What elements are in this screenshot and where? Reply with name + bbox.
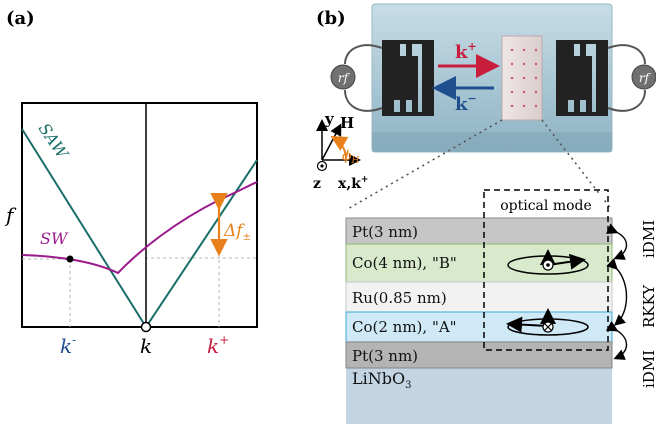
panel-b-label: (b) <box>316 8 346 29</box>
y-axis-label: f <box>4 203 17 227</box>
layer-pt-bottom <box>345 341 613 369</box>
sw-curve <box>21 181 258 275</box>
out-of-plane-center-b <box>546 263 550 267</box>
coupling-arrows <box>605 223 628 360</box>
coupling-idmi-top <box>606 223 628 260</box>
wire-right <box>607 44 646 112</box>
label-k-plus: k+ <box>455 40 477 63</box>
rf-label-right: rf <box>639 71 652 85</box>
into-plane-cross-lines-a <box>544 323 552 331</box>
sw-point-left <box>66 255 74 263</box>
wire-left <box>344 44 383 112</box>
panel-a-label: (a) <box>6 8 35 29</box>
z-axis-dot <box>320 164 324 168</box>
optical-mode-label-bg <box>488 195 604 215</box>
ellipse-b <box>507 255 589 275</box>
idt-right <box>556 40 608 116</box>
rf-label-left: rf <box>338 71 351 85</box>
film-dots <box>510 48 538 108</box>
dynamic-moment-b <box>547 253 586 270</box>
layer-label-co-a: Co(2 nm), "A" <box>352 318 457 336</box>
axis-y-label: y <box>324 110 335 128</box>
panel-a: (a) Δf± SAW SW f k- <box>4 8 258 358</box>
sw-point-right <box>215 196 223 204</box>
layer-label-pt-top: Pt(3 nm) <box>352 223 418 241</box>
precession-a <box>506 308 589 336</box>
origin-circle <box>140 321 152 333</box>
label-k-minus: k− <box>455 92 477 115</box>
layer-label-co-b: Co(4 nm), "B" <box>352 254 457 272</box>
side-label-idmi-top: iDMI <box>640 220 656 258</box>
rf-port-right <box>631 64 656 90</box>
delta-f-label: Δf± <box>223 221 251 243</box>
zoom-line-left <box>345 119 503 211</box>
rf-port-left <box>330 64 356 90</box>
layer-label-ru: Ru(0.85 nm) <box>352 289 447 307</box>
tick-k-plus: k+ <box>207 333 229 358</box>
axis-x-label: x,k+ <box>338 175 368 192</box>
optical-mode-label: optical mode <box>500 198 592 214</box>
tick-k-minus: k- <box>60 333 76 358</box>
sw-label: SW <box>40 229 69 248</box>
axis-h <box>321 123 342 161</box>
device-picture: k+ k− rf rf <box>330 3 656 153</box>
coupling-rkky <box>606 258 628 326</box>
precession-b <box>507 249 589 275</box>
guide-lines <box>22 200 257 327</box>
phi-arc <box>330 136 349 161</box>
side-label-idmi-bottom: iDMI <box>640 350 656 388</box>
plot-frame <box>21 102 258 328</box>
axis-z-label: z <box>313 176 321 192</box>
idt-left <box>382 40 434 116</box>
axis-h-label: H <box>340 114 354 132</box>
coupling-idmi-bottom <box>605 320 628 360</box>
coordinate-axes: y H ϕH z x,k+ <box>313 110 368 192</box>
panel-b: (b) <box>313 3 656 424</box>
layer-stack: LiNbO3 Pt(3 nm) Co(4 nm), "B" Ru(0.85 nm… <box>345 217 613 424</box>
tick-k: k <box>140 334 152 358</box>
chip-shadow <box>372 132 612 152</box>
substrate-label: LiNbO3 <box>352 369 411 391</box>
dynamic-moment-a <box>506 316 549 333</box>
side-label-rkky: RKKY <box>640 284 656 328</box>
zoom-line-right <box>541 119 613 211</box>
layer-label-pt-bottom: Pt(3 nm) <box>352 347 418 365</box>
phi-label: ϕH <box>342 148 360 166</box>
